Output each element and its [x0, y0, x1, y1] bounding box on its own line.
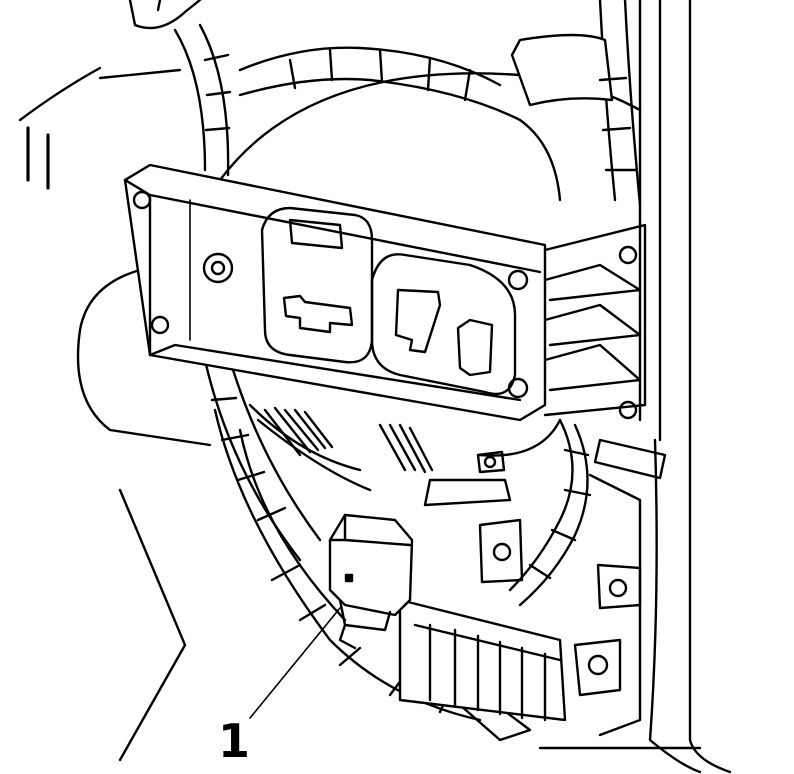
mounting-bracket	[123, 163, 547, 422]
side-bracket-fins	[543, 223, 647, 420]
callout-1-leader	[249, 607, 341, 719]
relay	[328, 513, 414, 650]
callout-1-label: 1	[218, 714, 251, 768]
fuse-block	[398, 450, 642, 737]
door-frame	[538, 0, 732, 774]
top-loop-cable	[128, 0, 202, 30]
switch-pocket-right	[370, 253, 517, 396]
wiring-harness	[173, 0, 642, 742]
